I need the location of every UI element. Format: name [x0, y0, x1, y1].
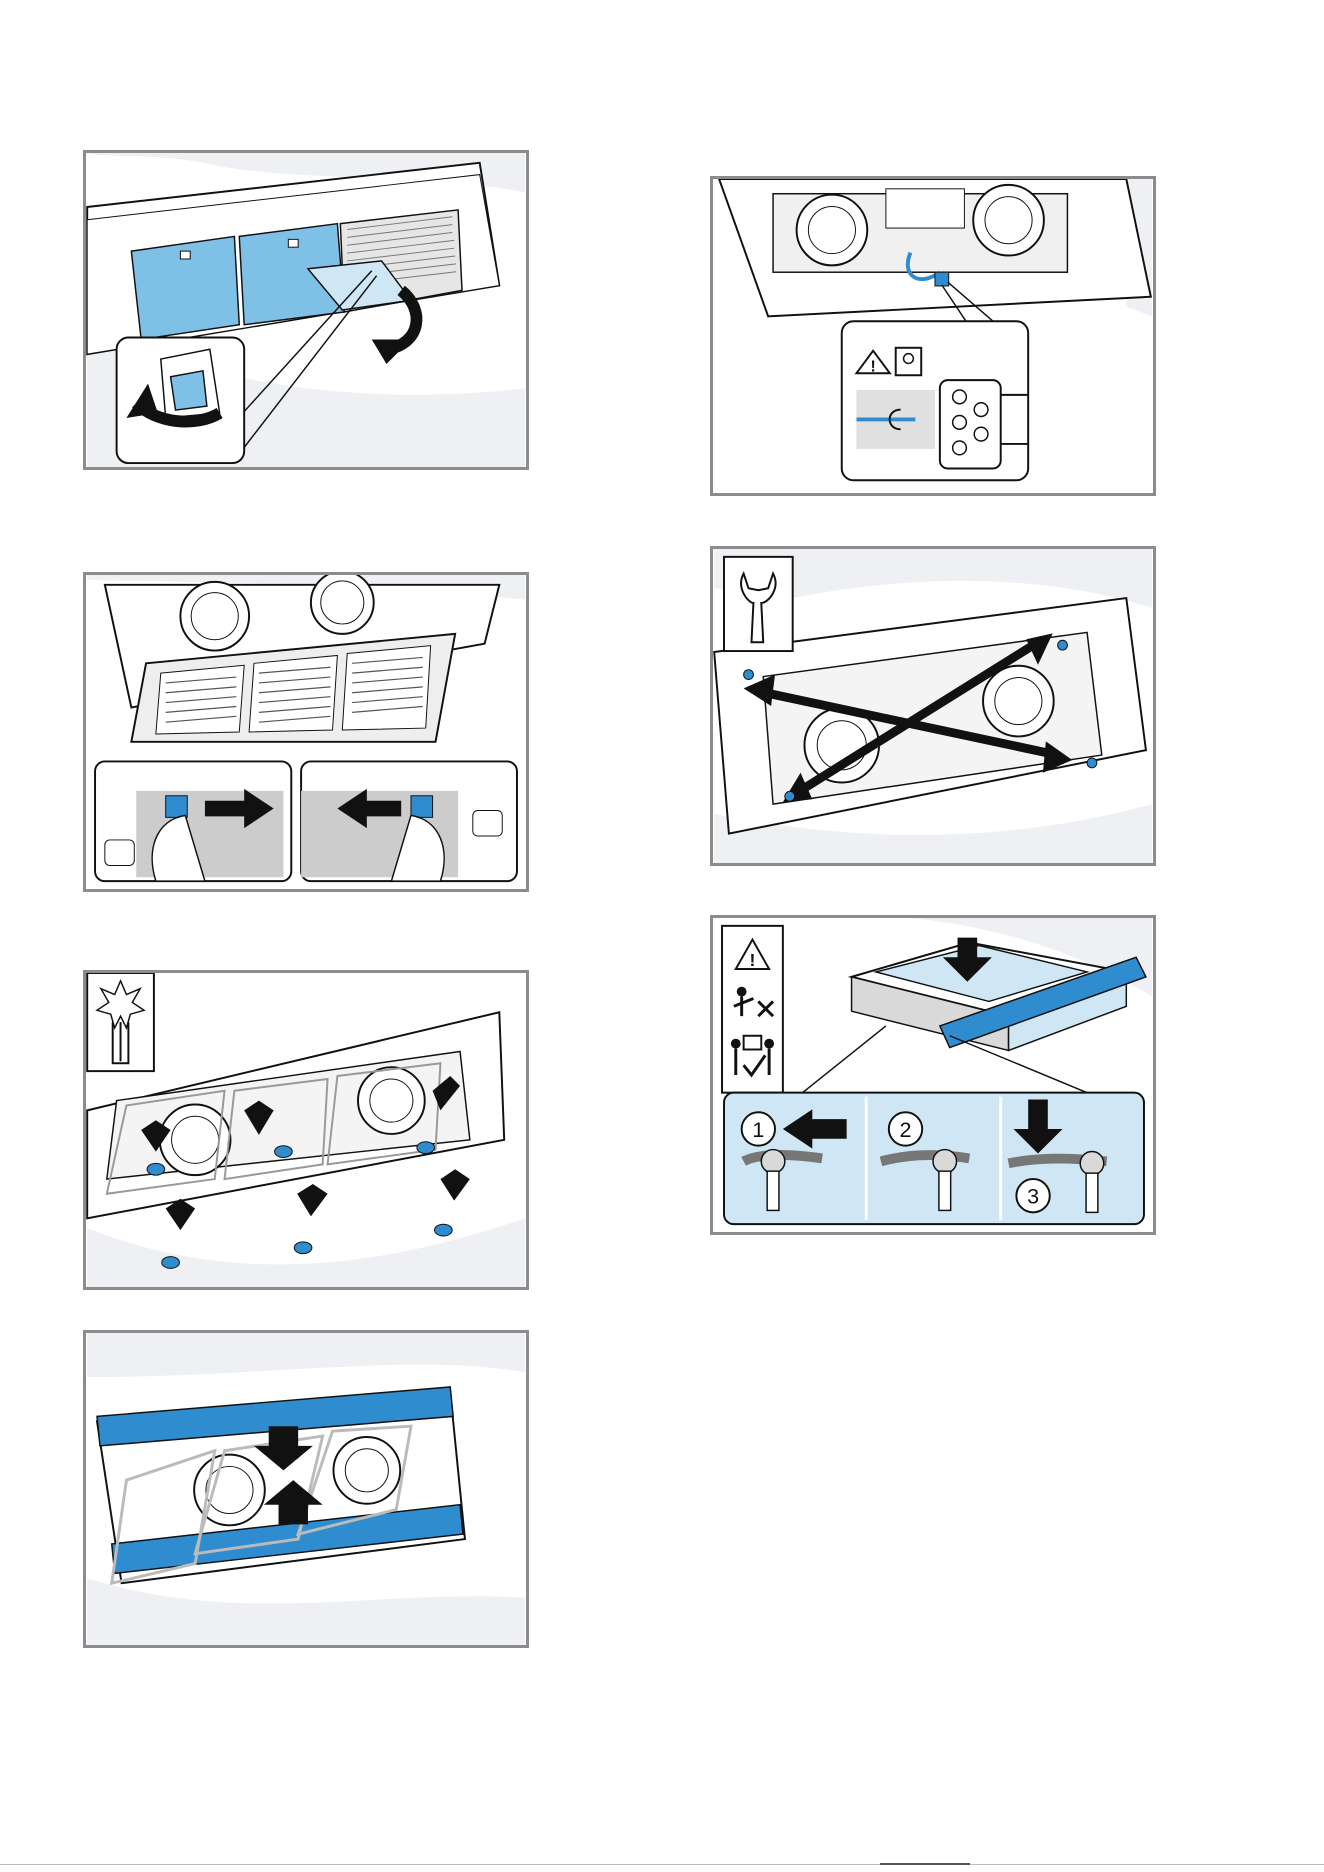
illustration-electrical-connection-drawing: !: [713, 179, 1153, 493]
page-footer-rule: [0, 1864, 1324, 1865]
illustration-remove-grease-filter: [83, 150, 529, 470]
illustration-remove-grease-filter-drawing: [86, 153, 526, 467]
illustration-insert-metal-filter-drawing: [86, 575, 526, 889]
illustration-remove-screws: [83, 970, 529, 1290]
illustration-install-hood: ! 1 2 3: [710, 915, 1156, 1235]
illustration-check-alignment-drawing: [713, 549, 1153, 863]
illustration-remove-screws-drawing: [86, 973, 526, 1287]
illustration-position-mounting-rails-drawing: [86, 1333, 526, 1645]
step-number-3: 3: [1027, 1184, 1039, 1209]
page-footer-rule-accent: [880, 1863, 970, 1865]
illustration-position-mounting-rails: [83, 1330, 529, 1648]
illustration-insert-metal-filter: [83, 572, 529, 892]
step-number-2: 2: [900, 1117, 912, 1142]
step-number-1: 1: [752, 1117, 764, 1142]
illustration-check-alignment: [710, 546, 1156, 866]
svg-text:!: !: [750, 950, 756, 970]
svg-text:!: !: [871, 358, 876, 375]
illustration-install-hood-drawing: ! 1 2 3: [713, 918, 1153, 1232]
illustration-electrical-connection: !: [710, 176, 1156, 496]
